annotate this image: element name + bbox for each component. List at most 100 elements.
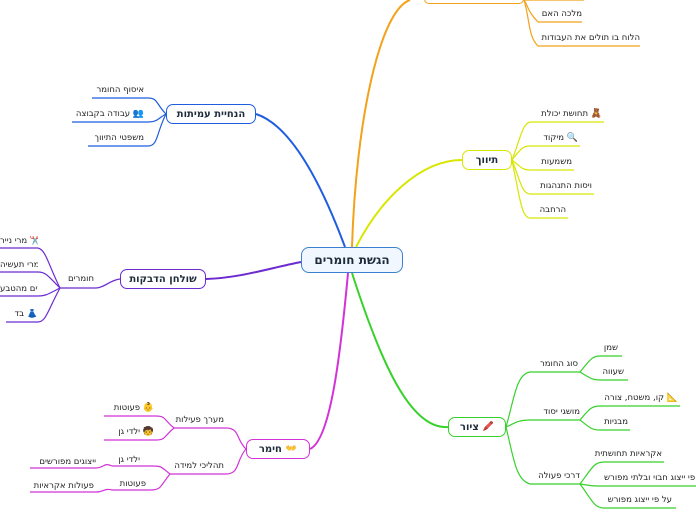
link-top-leaf-2 <box>523 0 539 47</box>
link-paint-g3-l1 <box>579 461 605 485</box>
link-sculpt-g1-l2 <box>155 427 175 441</box>
paint-g1-leaf-2-label: שעווה <box>602 367 624 377</box>
paint-g3-leaf-1[interactable]: אקראיות תחושתית <box>595 449 662 460</box>
link-paint-g2-l1 <box>579 405 601 421</box>
sculpt-g1-leaf-2[interactable]: ילדי גן 🧒 <box>118 427 154 438</box>
crafting-leaf-4[interactable]: ויסות התנהגות <box>540 181 592 192</box>
top-leaf-1-label: מלכה האם <box>541 9 582 19</box>
root-node[interactable]: הגשת חומרים <box>301 247 403 273</box>
link-sculpt-g2 <box>225 448 247 475</box>
paint-g1-leaf-2[interactable]: שעווה <box>602 367 624 378</box>
teach-leaf-1[interactable]: איסוף החומר <box>96 85 144 96</box>
crafting-leaf-2-label: מיקוד <box>543 133 565 143</box>
paint-g3-leaf-1-label: אקראיות תחושתית <box>594 449 662 459</box>
link-paint-g3-l3 <box>579 483 605 509</box>
paint-g2-leaf-2[interactable]: מבניות <box>604 417 628 428</box>
branch-sculpting-label: חימר <box>258 443 282 455</box>
sculpt-sub-2[interactable]: פעוטות <box>120 479 146 490</box>
link-teach-l1 <box>147 97 167 115</box>
branch-teaching-label: הנחיית עמיתות <box>176 108 246 120</box>
table-leaf-1-label: מרי נייר <box>0 236 28 246</box>
link-table-l2 <box>37 271 61 289</box>
sculpt-group-1-label: מערך פעילות <box>175 415 224 425</box>
sculpt-sub-1-label: ילדי גן <box>118 455 140 465</box>
paint-g2-leaf-1[interactable]: קו, משטח, צורה 📐 <box>604 393 678 404</box>
sculpt-sub-1-leaf-label: ייצוגים מפורשים <box>39 457 96 467</box>
paint-g1-leaf-1[interactable]: שמן <box>604 343 618 354</box>
paint-group-1-label: סוג החומר <box>539 359 578 369</box>
paint-g2-leaf-1-label: קו, משטח, צורה <box>604 393 665 403</box>
branch-table[interactable]: שולחן הדבקות <box>120 269 206 289</box>
paint-group-3-label: דרכי פעולה <box>538 471 580 481</box>
link-sculpt-s2-l <box>95 488 113 493</box>
table-group-label: חומרים <box>68 274 94 284</box>
link-crafting-3 <box>511 159 531 171</box>
link-teach-l3 <box>147 113 167 147</box>
sculpt-sub-2-leaf-label: פעולות אקראיות <box>33 481 94 491</box>
link-sculpting <box>309 272 349 450</box>
link-painting <box>351 272 449 429</box>
crafting-leaf-1[interactable]: תחושת יכולת 🧸 <box>541 109 602 120</box>
sculpt-group-1[interactable]: מערך פעילות <box>176 415 224 426</box>
sculpt-sub-1[interactable]: ילדי גן <box>118 455 140 466</box>
link-teach-l2 <box>147 113 167 123</box>
paint-g3-leaf-3[interactable]: על פי ייצוג מפורש <box>608 495 672 506</box>
link-crafting-4 <box>511 159 531 195</box>
sculpt-g1-leaf-1[interactable]: פעוטות 👶 <box>114 403 154 414</box>
link-crafting-5 <box>511 159 531 219</box>
table-leaf-4[interactable]: בד 👗 <box>8 309 38 320</box>
paint-group-2-label: מושגי יסוד <box>543 407 580 417</box>
crafting-leaf-3[interactable]: משמעות <box>541 157 572 168</box>
link-top <box>351 0 411 248</box>
paint-g3-leaf-2[interactable]: על פי ייצוג חבוי ובלתי מפורש <box>604 473 696 484</box>
scissors-icon: ✂️ <box>29 236 38 246</box>
crafting-leaf-3-label: משמעות <box>541 157 572 167</box>
triangle-ruler-icon: 📐 <box>666 393 678 403</box>
group-icon: 👥 <box>132 109 144 119</box>
link-sculpt-g2-s2 <box>149 473 171 491</box>
top-branch-node[interactable] <box>424 0 524 4</box>
table-leaf-3[interactable]: חומרים מהטבע <box>0 284 38 295</box>
sculpt-sub-2-leaf[interactable]: פעולות אקראיות <box>34 481 94 492</box>
crafting-leaf-2[interactable]: מיקוד 🔍 <box>543 133 578 144</box>
branch-painting-label: ציור <box>459 421 479 433</box>
table-leaf-4-label: בד <box>14 309 25 319</box>
child-icon: 🧒 <box>142 427 154 437</box>
paint-group-2[interactable]: מושגי יסוד <box>543 407 580 418</box>
link-sculpt-g1-l1 <box>155 415 175 429</box>
link-table-group <box>95 278 121 289</box>
sculpt-group-2[interactable]: תהליכי למידה <box>174 461 224 472</box>
teach-leaf-2[interactable]: עבודה בקבוצה 👥 <box>76 109 144 120</box>
paint-g1-leaf-1-label: שמן <box>603 343 618 353</box>
branch-painting[interactable]: ציור 🖍️ <box>448 417 506 437</box>
sculpt-group-2-label: תהליכי למידה <box>174 461 224 471</box>
branch-sculpting[interactable]: חימר 👐 <box>246 439 310 459</box>
link-table <box>205 261 302 280</box>
crafting-leaf-5[interactable]: הרחבה <box>540 205 566 216</box>
teach-leaf-1-label: איסוף החומר <box>96 85 144 95</box>
link-paint-g2-l2 <box>579 419 601 431</box>
link-crafting <box>355 159 463 248</box>
teach-leaf-2-label: עבודה בקבוצה <box>75 109 131 119</box>
sculpt-g1-leaf-2-label: ילדי גן <box>118 427 141 437</box>
teach-leaf-3[interactable]: משפטי התיווך <box>95 133 144 144</box>
top-leaf-1[interactable]: מלכה האם <box>542 9 582 20</box>
sculpt-sub-1-leaf[interactable]: ייצוגים מפורשים <box>39 457 96 468</box>
table-group[interactable]: חומרים <box>68 274 94 285</box>
dress-icon: 👗 <box>26 309 38 319</box>
paint-g3-leaf-2-label: על פי ייצוג חבוי ובלתי מפורש <box>604 473 696 483</box>
link-sculpt-g1 <box>225 427 247 450</box>
top-leaf-2[interactable]: הלוח בו תולים את העבודות <box>542 33 640 44</box>
paint-group-3[interactable]: דרכי פעולה <box>538 471 580 482</box>
table-leaf-2[interactable]: חומרי תעשיה <box>0 260 38 271</box>
magnifier-icon: 🔍 <box>566 133 578 143</box>
crayon-icon: 🖍️ <box>482 422 495 432</box>
paint-group-1[interactable]: סוג החומר <box>540 359 578 370</box>
table-leaf-1[interactable]: מרי נייר ✂️ <box>0 236 38 247</box>
branch-crafting[interactable]: תיווך <box>462 150 512 170</box>
link-paint-g3 <box>505 426 531 485</box>
baby-icon: 👶 <box>142 403 154 413</box>
branch-teaching[interactable]: הנחיית עמיתות <box>166 104 256 124</box>
sculpt-g1-leaf-1-label: פעוטות <box>113 403 141 413</box>
